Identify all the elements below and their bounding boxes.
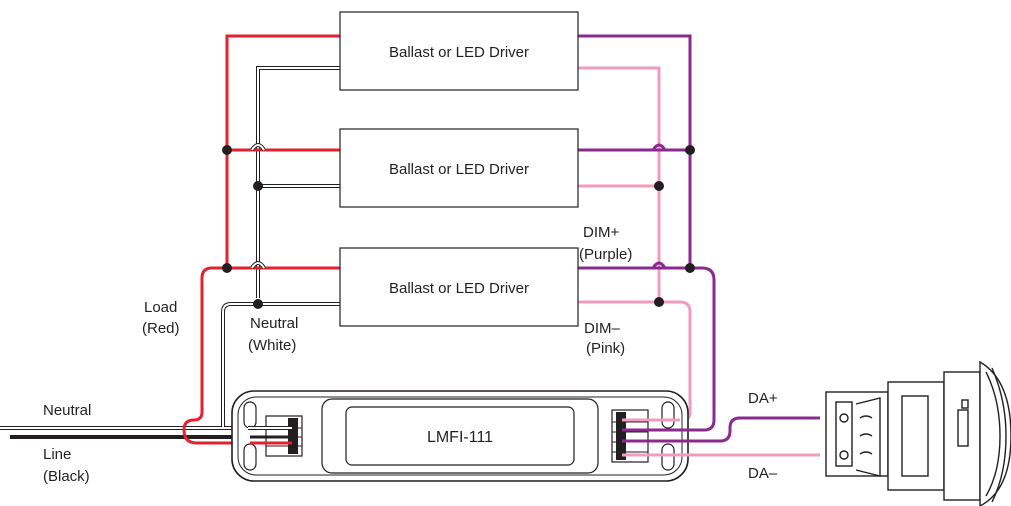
wall-control-device (825, 360, 1011, 506)
load-label: Load (144, 299, 177, 316)
junction-dots (222, 145, 695, 309)
driver-label-1: Ballast or LED Driver (389, 44, 529, 61)
neutral-in-label: Neutral (43, 402, 91, 419)
dim-minus-color-label: (Pink) (586, 340, 625, 357)
driver-box-1: Ballast or LED Driver (339, 11, 579, 91)
da-plus-label: DA+ (748, 390, 778, 407)
dim-crossings (651, 143, 667, 269)
device-label: LMFI-111 (427, 429, 493, 446)
dim-plus-color-label: (Purple) (579, 246, 632, 263)
load-wires-red (182, 34, 340, 445)
driver-label-2: Ballast or LED Driver (389, 161, 529, 178)
driver-box-2: Ballast or LED Driver (339, 128, 579, 208)
da-minus-label: DA– (748, 465, 778, 482)
labels: DIM+ (Purple) DIM– (Pink) Load (Red) Neu… (43, 224, 778, 485)
driver-label-3: Ballast or LED Driver (389, 280, 529, 297)
neutral-mid-label: Neutral (250, 315, 298, 332)
line-in-label: Line (43, 446, 71, 463)
neutral-crossings (250, 143, 266, 270)
neutral-mid-color-label: (White) (248, 337, 296, 354)
neutral-wires (0, 66, 340, 430)
line-in-color-label: (Black) (43, 468, 90, 485)
dim-plus-wires-purple (578, 34, 820, 443)
load-color-label: (Red) (142, 320, 180, 337)
dim-minus-label: DIM– (584, 320, 620, 337)
driver-box-3: Ballast or LED Driver (339, 247, 579, 327)
module-wire-ends (248, 418, 700, 457)
dim-plus-label: DIM+ (583, 224, 619, 241)
lmfi-module: LMFI-111 (231, 390, 689, 482)
